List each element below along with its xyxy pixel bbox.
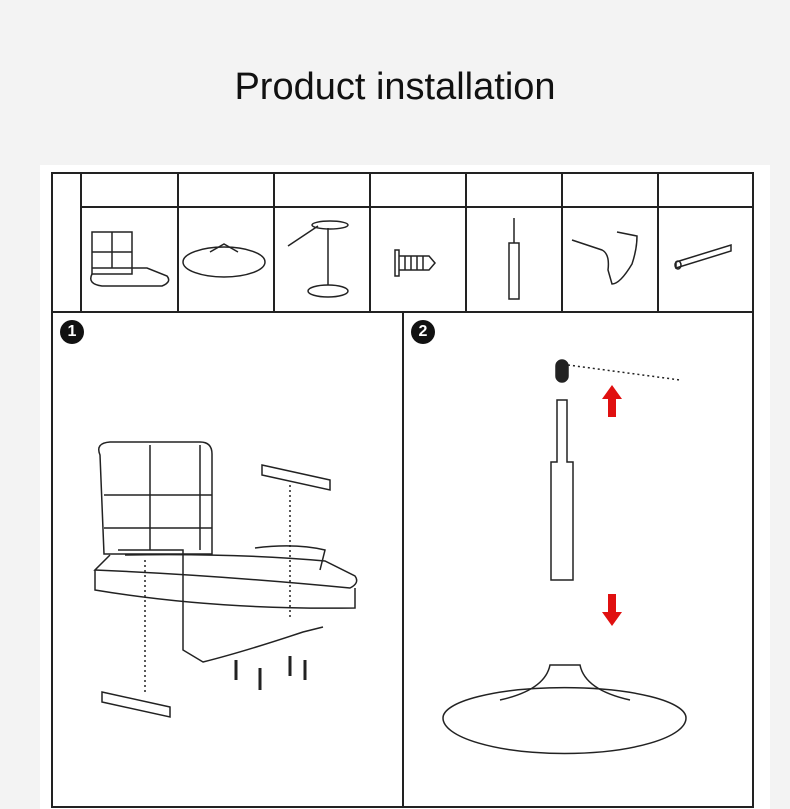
parts-table (51, 172, 754, 808)
step-2-badge: 2 (411, 320, 435, 344)
step-1-badge: 1 (60, 320, 84, 344)
part-base-icon (182, 243, 266, 278)
part-armrest-pad-icon (674, 243, 732, 270)
instruction-sheet (40, 165, 770, 809)
part-seat-icon (90, 231, 170, 287)
page-title: Product installation (234, 66, 556, 108)
step2-assembly-illustration (442, 359, 687, 755)
part-screw-icon (394, 249, 436, 277)
part-gas-lift-icon (287, 220, 349, 298)
down-arrow-icon (602, 594, 622, 626)
part-armrest-frame-icon (571, 231, 638, 285)
step1-chair-illustration (93, 441, 358, 718)
part-cylinder-icon (508, 218, 520, 300)
up-arrow-icon (602, 385, 622, 417)
